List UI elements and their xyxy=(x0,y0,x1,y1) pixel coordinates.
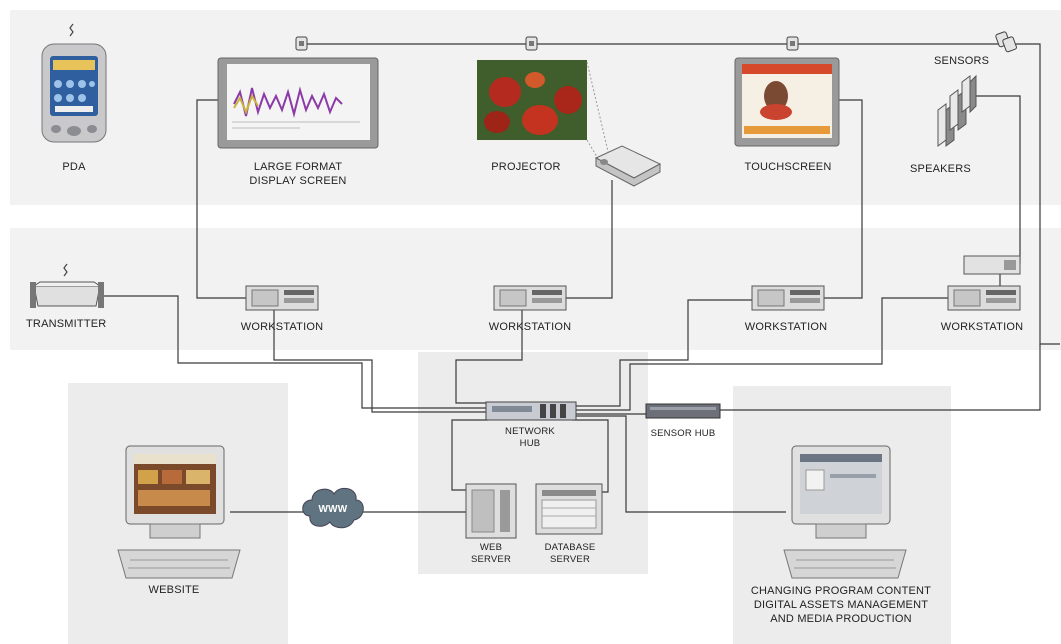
web-server-label-1: WEB xyxy=(479,542,503,553)
hub-production-link xyxy=(576,415,786,513)
ws1-link xyxy=(273,310,486,413)
workstation-4-label: WORKSTATION xyxy=(940,321,1024,333)
workstation-2-label: WORKSTATION xyxy=(488,321,572,333)
sensor-node-1 xyxy=(295,36,308,51)
production-label-2: DIGITAL ASSETS MANAGEMENT xyxy=(753,599,929,611)
transmitter-link xyxy=(100,295,486,409)
database-server-icon xyxy=(535,483,603,535)
projector-label: PROJECTOR xyxy=(491,161,561,173)
speakers-icon xyxy=(937,74,977,147)
projector-link xyxy=(566,180,613,299)
sensor-node-3 xyxy=(786,36,799,51)
large-display-label-1: LARGE FORMAT xyxy=(253,161,343,173)
workstation-4-icon xyxy=(947,285,1021,311)
touchscreen-link xyxy=(820,99,863,299)
website-label: WEBSITE xyxy=(148,584,200,596)
display-link xyxy=(196,99,246,299)
transmitter-label: TRANSMITTER xyxy=(26,318,107,330)
large-display-label-2: DISPLAY SCREEN xyxy=(249,175,347,187)
workstation-1-icon xyxy=(245,285,319,311)
network-hub-icon xyxy=(485,401,577,421)
pda-icon xyxy=(41,23,107,143)
projector-icon xyxy=(594,145,662,187)
sensor-node-2 xyxy=(525,36,538,51)
web-server-label-2: SERVER xyxy=(470,554,512,565)
sensor-hub-label: SENSOR HUB xyxy=(650,428,716,439)
workstation-3-icon xyxy=(751,285,825,311)
touchscreen-label: TOUCHSCREEN xyxy=(744,161,832,173)
workstation-2-icon xyxy=(493,285,567,311)
projected-image xyxy=(477,60,587,140)
sensorhub-bus-link xyxy=(720,344,1041,411)
sensors-icon xyxy=(995,31,1017,53)
database-server-label-1: DATABASE xyxy=(544,542,596,553)
www-cloud-icon xyxy=(302,487,364,529)
database-server-label-2: SERVER xyxy=(549,554,591,565)
ws4-link xyxy=(572,297,948,411)
pda-label: PDA xyxy=(62,161,86,173)
website-computer-icon xyxy=(117,445,241,579)
hub-webserver-link xyxy=(451,419,488,491)
production-label-1: CHANGING PROGRAM CONTENT xyxy=(750,585,932,597)
hub-dbserver-link xyxy=(572,419,609,493)
amplifier-icon xyxy=(963,255,1021,275)
ws3-link xyxy=(572,299,760,407)
transmitter-icon xyxy=(30,263,104,308)
www-label: WWW xyxy=(318,504,348,515)
speakers-label: SPEAKERS xyxy=(910,163,971,175)
touchscreen-icon xyxy=(734,57,840,147)
large-display-icon xyxy=(217,57,379,149)
ws2-link xyxy=(455,310,523,404)
workstation-3-label: WORKSTATION xyxy=(744,321,828,333)
network-hub-label-1: NETWORK xyxy=(505,426,555,437)
sensors-label: SENSORS xyxy=(934,55,990,67)
workstation-1-label: WORKSTATION xyxy=(240,321,324,333)
production-computer-icon xyxy=(783,445,907,579)
web-server-icon xyxy=(465,483,517,539)
network-hub-label-2: HUB xyxy=(519,438,541,449)
sensor-hub-icon xyxy=(645,403,721,419)
sensor-bus-line xyxy=(300,43,1060,345)
production-label-3: AND MEDIA PRODUCTION xyxy=(770,613,912,625)
